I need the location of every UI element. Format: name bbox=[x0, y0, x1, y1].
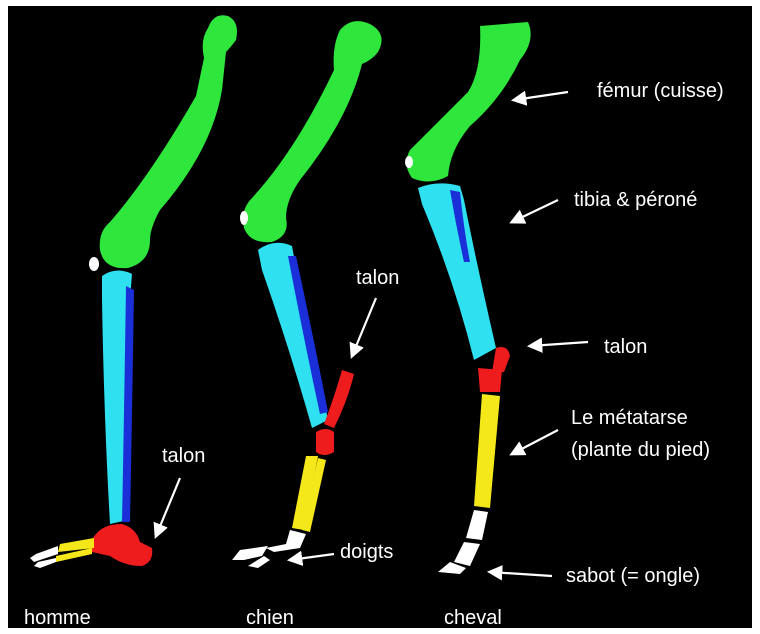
horse-phalanges bbox=[438, 510, 488, 574]
arrow-heel-dog bbox=[352, 298, 376, 356]
horse-femur bbox=[406, 22, 530, 182]
dog-calcaneus bbox=[324, 370, 354, 428]
arrow-metatarsal bbox=[512, 430, 558, 454]
dog-leg bbox=[232, 21, 382, 568]
human-leg bbox=[30, 15, 237, 568]
label-metatarsal-line1: Le métatarse bbox=[571, 407, 688, 429]
annotation-arrows bbox=[156, 92, 588, 576]
arrow-digits bbox=[290, 554, 334, 560]
human-tarsals bbox=[91, 524, 153, 566]
dog-tarsals bbox=[316, 429, 334, 455]
human-toes bbox=[30, 546, 58, 568]
dog-digits bbox=[232, 530, 306, 568]
human-metatarsals bbox=[56, 538, 94, 562]
label-animal-dog: chien bbox=[246, 607, 294, 628]
arrow-femur bbox=[514, 92, 568, 100]
limb-comparison-diagram: fémur (cuisse) tibia & péroné talon talo… bbox=[8, 6, 752, 628]
label-animal-horse: cheval bbox=[444, 607, 502, 628]
arrow-heel-horse bbox=[530, 342, 588, 346]
label-digits: doigts bbox=[340, 541, 393, 563]
horse-tarsals bbox=[478, 368, 502, 392]
label-heel-dog: talon bbox=[356, 267, 399, 289]
label-animal-human: homme bbox=[24, 607, 91, 628]
label-heel-horse: talon bbox=[604, 336, 647, 358]
label-heel-human: talon bbox=[162, 445, 205, 467]
arrow-tibia bbox=[512, 200, 558, 222]
dog-metatarsals bbox=[292, 456, 326, 532]
human-femur bbox=[100, 15, 237, 268]
human-patella bbox=[89, 257, 99, 271]
label-femur: fémur (cuisse) bbox=[597, 80, 724, 102]
arrow-heel-human bbox=[156, 478, 180, 536]
horse-patella bbox=[405, 156, 413, 168]
horse-leg bbox=[405, 22, 531, 574]
arrow-hoof bbox=[490, 572, 552, 576]
label-hoof: sabot (= ongle) bbox=[566, 565, 700, 587]
diagram-canvas: fémur (cuisse) tibia & péroné talon talo… bbox=[8, 6, 752, 628]
dog-femur bbox=[243, 21, 382, 242]
dog-patella bbox=[240, 211, 248, 225]
horse-cannon-bone bbox=[474, 394, 500, 508]
label-metatarsal-line2: (plante du pied) bbox=[571, 439, 710, 461]
horse-calcaneus bbox=[492, 347, 510, 372]
label-tibia: tibia & péroné bbox=[574, 189, 697, 211]
